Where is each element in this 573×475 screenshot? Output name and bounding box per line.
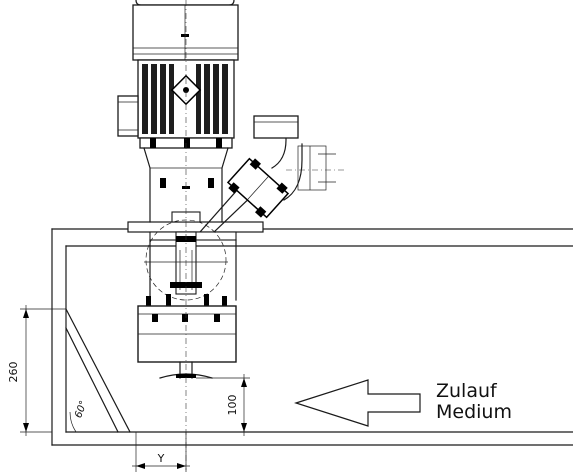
terminal-box [117,95,139,137]
angle-label: 60° [73,399,89,419]
dimension-100: 100 [196,374,250,436]
inflow-arrow [294,379,421,427]
outlet-socket [253,115,299,139]
motor [117,0,239,149]
dimension-y: Y [132,432,190,472]
inflow-label-line1: Zulauf [436,380,498,402]
discharge-pipe [199,115,345,233]
dimension-100-label: 100 [226,395,239,416]
pump-shaft-section [144,219,237,310]
dimension-260-label: 260 [7,362,20,383]
inflow-baffle: 60° [65,308,131,433]
dimension-y-label: Y [157,452,165,465]
pipe-union [226,157,290,219]
dimension-260: 260 [7,305,66,436]
pump-casing [137,305,237,379]
cooling-fins [142,64,228,134]
inflow-label-line2: Medium [436,401,512,423]
